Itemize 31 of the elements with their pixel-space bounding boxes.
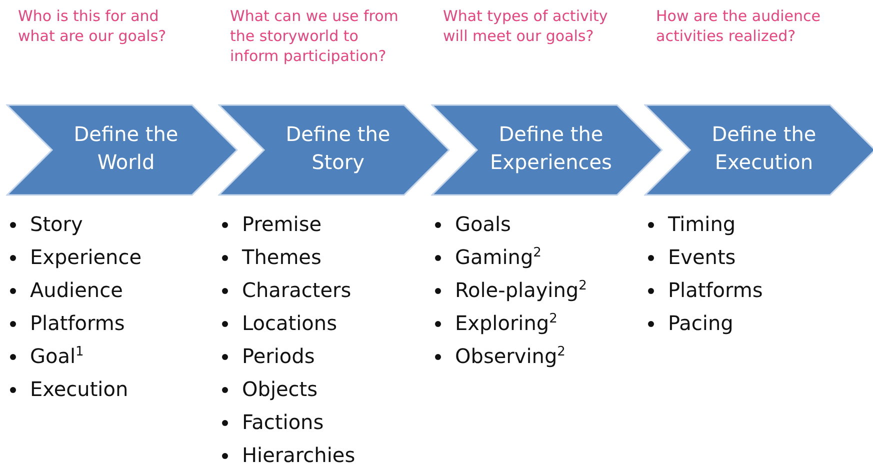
bullet-item: Timing: [646, 208, 763, 241]
bullet-item: Themes: [220, 241, 356, 274]
bullet-item: Story: [8, 208, 142, 241]
bullet-item: Pacing: [646, 307, 763, 340]
bullet-item: Role-playing$^{2}$: [433, 274, 587, 307]
stage-title: Define the Story: [284, 121, 392, 176]
bullet-item: Hierarchies: [220, 439, 356, 468]
bullet-item: Goal$^{1}$: [8, 340, 142, 373]
bullet-item: Factions: [220, 406, 356, 439]
bullet-item: Execution: [8, 373, 142, 406]
stage-title: Define the Experiences: [489, 121, 613, 176]
bullet-item: Periods: [220, 340, 356, 373]
stage-title: Define the World: [72, 121, 180, 176]
bullet-item: Observing$^{2}$: [433, 340, 587, 373]
bullet-item: Premise: [220, 208, 356, 241]
bullet-item: Events: [646, 241, 763, 274]
bullet-item: Exploring$^{2}$: [433, 307, 587, 340]
bullet-item: Goals: [433, 208, 587, 241]
bullet-item: Locations: [220, 307, 356, 340]
bullet-item: Platforms: [646, 274, 763, 307]
bullet-item: Experience: [8, 241, 142, 274]
guiding-question: Who is this for and what are our goals?: [18, 6, 168, 46]
bullet-item: Gaming$^{2}$: [433, 241, 587, 274]
guiding-question: How are the audience activities realized?: [656, 6, 822, 46]
guiding-question: What can we use from the storyworld to inform participation?: [230, 6, 400, 66]
bullet-item: Characters: [220, 274, 356, 307]
bullet-item: Platforms: [8, 307, 142, 340]
bullet-item: Objects: [220, 373, 356, 406]
guiding-question: What types of activity will meet our goals?: [443, 6, 609, 46]
stage-title: Define the Execution: [710, 121, 818, 176]
bullet-item: Audience: [8, 274, 142, 307]
